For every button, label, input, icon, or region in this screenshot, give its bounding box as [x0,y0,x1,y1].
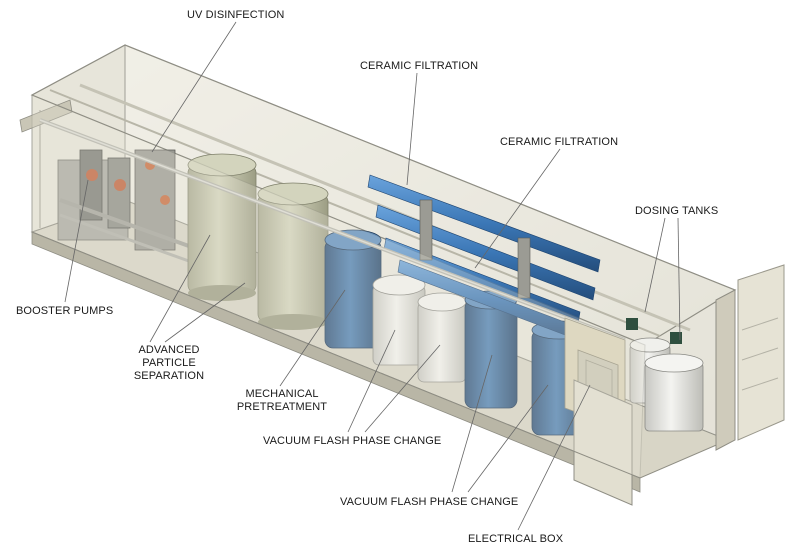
front-handrail [39,118,626,342]
ceramic-filtration-pipes [367,174,601,339]
label-electrical-box: ELECTRICAL BOX [468,533,564,545]
label-advanced-particle-separation: ADVANCED PARTICLE SEPARATION [133,344,205,382]
advanced-particle-separation-vessels [187,153,329,330]
label-dosing-tanks: DOSING TANKS [635,205,719,217]
container-right-end [573,264,785,506]
vacuum-flash-white-vessels [372,274,467,383]
label-vacuum-flash-phase-change-lower: VACUUM FLASH PHASE CHANGE [340,496,519,508]
container-front-wall [31,94,646,479]
label-ceramic-filtration-upper: CERAMIC FILTRATION [360,60,479,72]
label-vacuum-flash-phase-change-upper: VACUUM FLASH PHASE CHANGE [263,435,442,447]
label-mechanical-pretreatment: MECHANICAL PRETREATMENT [236,388,328,413]
leader-lines [64,21,681,531]
label-uv-disinfection: UV DISINFECTION [187,9,285,21]
label-booster-pumps: BOOSTER PUMPS [16,305,114,317]
dosing-tanks [626,318,704,432]
label-ceramic-filtration-lower: CERAMIC FILTRATION [500,136,619,148]
mechanical-pretreatment-vessel [324,229,382,349]
